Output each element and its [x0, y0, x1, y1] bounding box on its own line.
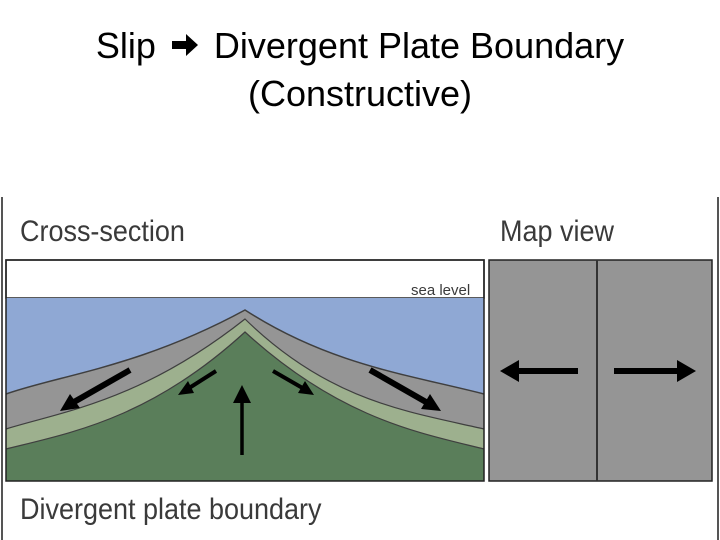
upwelling-arrow-icon — [233, 385, 251, 455]
map-left-arrow-icon — [500, 360, 578, 382]
cross-section-label: Cross-section — [20, 215, 185, 249]
sea-level-label: sea level — [411, 282, 470, 299]
map-view-label: Map view — [500, 215, 614, 249]
right-arrow-icon — [170, 22, 200, 70]
mantle-layer — [6, 332, 484, 481]
cross-section-panel: sea level — [5, 259, 485, 482]
title-divergent: Divergent Plate Boundary — [213, 25, 625, 66]
divergent-boundary-figure: Cross-section Map view sea level — [0, 197, 720, 540]
inner-left-arrow-icon — [178, 369, 218, 395]
title-line-1: Slip Divergent Plate Boundary — [0, 22, 720, 70]
outer-right-arrow-icon — [368, 367, 441, 411]
slide-title: Slip Divergent Plate Boundary (Construct… — [0, 22, 720, 118]
map-right-arrow-icon — [614, 360, 696, 382]
inner-right-arrow-icon — [272, 369, 314, 395]
title-line-2: (Constructive) — [247, 73, 473, 114]
outer-left-arrow-icon — [60, 367, 132, 411]
map-view-panel — [488, 259, 713, 482]
figure-caption: Divergent plate boundary — [20, 493, 322, 527]
title-slip: Slip — [95, 25, 156, 66]
